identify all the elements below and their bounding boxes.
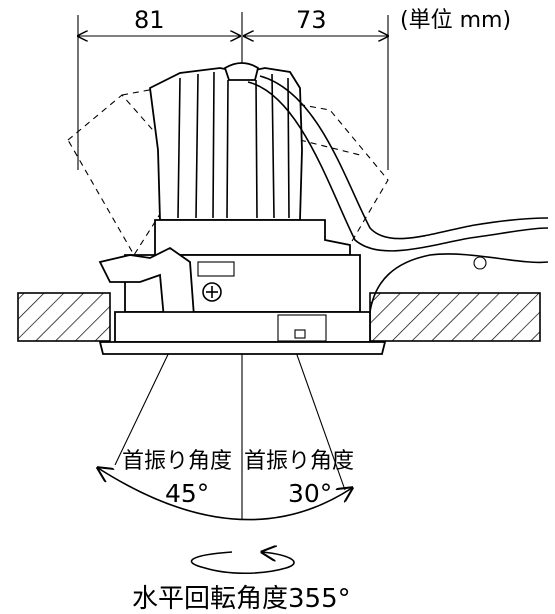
ceiling-left — [17, 292, 111, 342]
ceiling-section — [17, 292, 541, 342]
ceiling-right — [369, 292, 541, 342]
downlight-fixture — [98, 62, 387, 355]
unit-label: (単位 mm) — [400, 8, 511, 33]
dimension-right-value: 73 — [296, 6, 327, 34]
tilt-angle-arc — [98, 468, 352, 521]
rotation-indicator — [190, 552, 295, 575]
rotation-label: 水平回転角度355° — [132, 584, 351, 614]
tilt-left-value: 45° — [165, 479, 209, 508]
tilt-right-value: 30° — [288, 479, 332, 508]
tilt-left-label: 首振り角度 — [122, 449, 232, 474]
power-cable — [247, 75, 549, 313]
dimension-left-value: 81 — [134, 6, 165, 34]
tilt-right-label: 首振り角度 — [244, 449, 354, 474]
